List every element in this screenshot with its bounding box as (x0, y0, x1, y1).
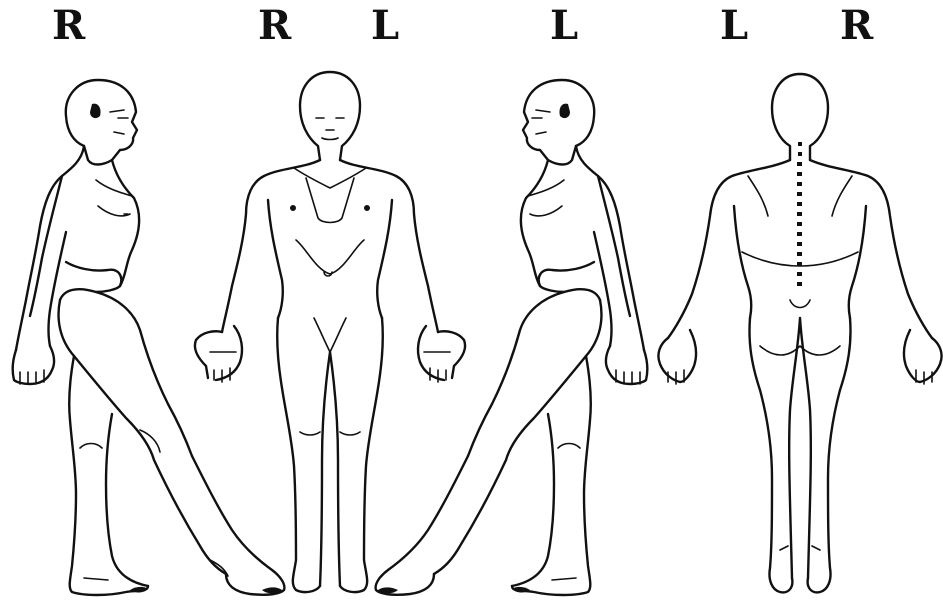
body-right-lateral-icon (13, 80, 285, 595)
body-posterior-icon (658, 74, 941, 592)
body-anterior-icon (195, 72, 465, 592)
body-left-lateral-icon (376, 80, 648, 595)
